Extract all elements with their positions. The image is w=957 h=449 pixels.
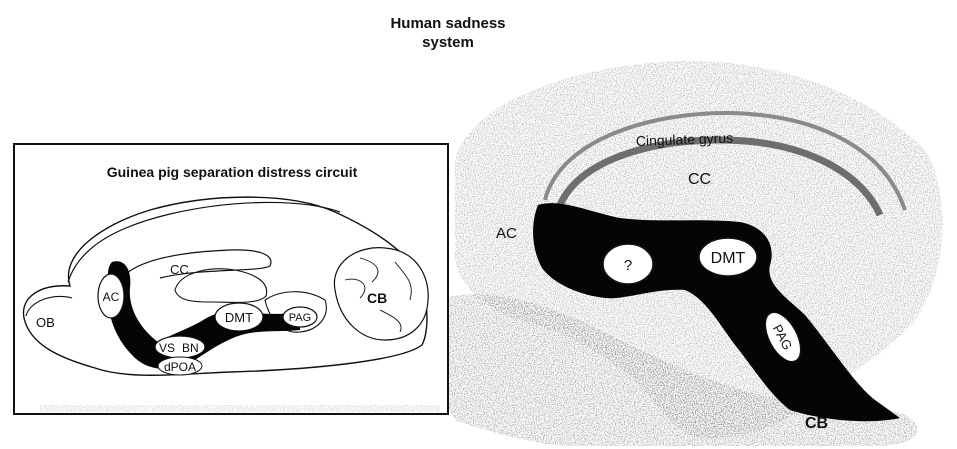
main-title-line2: system [422, 34, 474, 51]
human-label-cc: CC [688, 171, 711, 188]
human-label-cingulate: Cingulate gyrus [636, 130, 734, 149]
main-title-line1: Human sadness [390, 15, 505, 32]
human-brain [436, 61, 943, 446]
inset-label-cc: CC [170, 262, 189, 277]
human-label-cb: CB [805, 415, 828, 432]
inset-label-dmt: DMT [225, 310, 253, 325]
human-label-dmt: DMT [711, 250, 746, 267]
inset-label-vs: VS [159, 341, 175, 355]
inset-speckle [40, 405, 440, 412]
inset-label-bn: BN [182, 341, 199, 355]
guinea-pig-inset [14, 144, 448, 414]
inset-label-pag: PAG [289, 312, 311, 324]
inset-label-ob: OB [36, 315, 55, 330]
inset-label-ac: AC [103, 290, 120, 304]
inset-label-dpoa: dPOA [164, 360, 196, 374]
human-label-question: ? [624, 257, 632, 274]
inset-label-cb: CB [367, 290, 387, 306]
inset-title: Guinea pig separation distress circuit [107, 164, 358, 180]
human-label-ac: AC [496, 225, 517, 242]
